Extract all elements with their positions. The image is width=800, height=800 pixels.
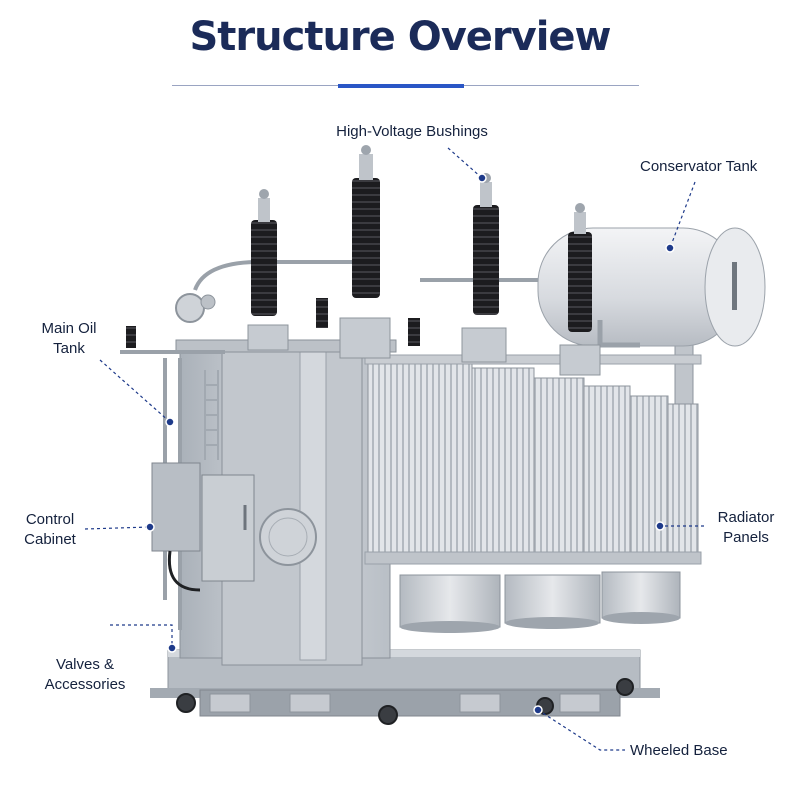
label-valves-accessories: Valves & Accessories (30, 655, 140, 695)
label-main-oil-tank-line1: Main Oil (41, 320, 97, 337)
lower-cylinders (399, 571, 681, 633)
label-valves-line1: Valves & (55, 656, 115, 673)
lv-bushing (126, 298, 420, 348)
label-radiator-panels-line2: Panels (723, 529, 769, 546)
label-conservator-tank: Conservator Tank (640, 157, 757, 177)
control-cabinet (151, 462, 255, 592)
label-control-cabinet-line2: Cabinet (24, 531, 76, 548)
label-wheeled-base: Wheeled Base (630, 741, 728, 761)
hv-bushing (473, 173, 499, 315)
label-main-oil-tank-line2: Tank (53, 340, 85, 357)
leader-marker (145, 173, 675, 715)
label-control-cabinet-line1: Control (25, 511, 75, 528)
ladder (204, 370, 219, 460)
label-radiator-panels: Radiator Panels (708, 508, 784, 548)
bushing-turret (247, 317, 601, 376)
label-radiator-panels-line1: Radiator (717, 509, 775, 526)
label-wheeled-base-text: Wheeled Base (630, 742, 728, 759)
title-divider-accent (338, 84, 464, 88)
label-hv-bushings-text: High-Voltage Bushings (336, 123, 488, 140)
label-conservator-tank-text: Conservator Tank (640, 158, 758, 175)
gauge (175, 293, 216, 323)
page-title: Structure Overview (189, 14, 611, 60)
hv-bushing (568, 203, 592, 332)
hv-bushing (251, 189, 277, 316)
label-valves-line2: Accessories (44, 676, 126, 693)
label-main-oil-tank: Main Oil Tank (24, 319, 114, 359)
leader-lines (84, 147, 705, 751)
hv-bushing (352, 145, 380, 298)
wheel (176, 678, 634, 725)
label-control-cabinet: Control Cabinet (10, 510, 90, 550)
radiator-panels (364, 354, 702, 565)
label-hv-bushings: High-Voltage Bushings (322, 122, 502, 142)
